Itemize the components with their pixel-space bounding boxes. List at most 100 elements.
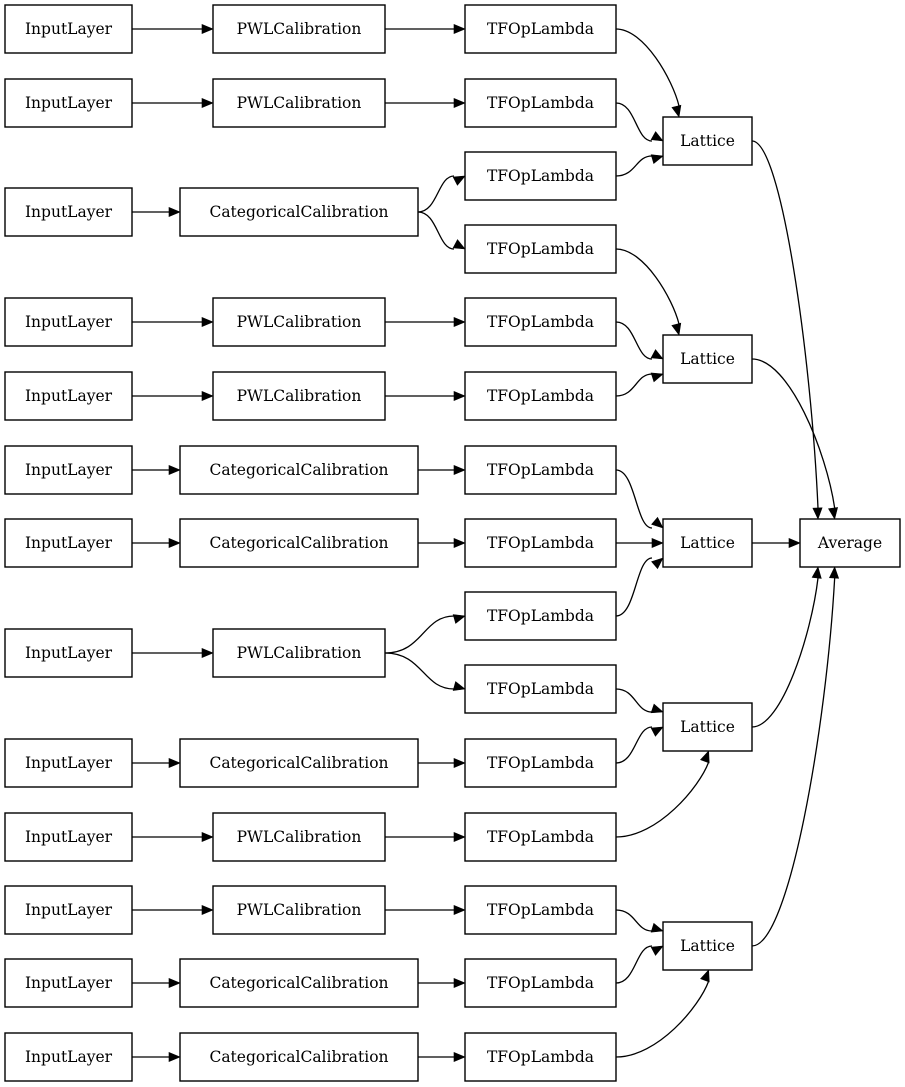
node-tfop-op2[interactable]: TFOpLambda (464, 78, 617, 128)
node-box[interactable] (212, 812, 386, 862)
node-box[interactable] (179, 958, 419, 1008)
node-lattice-lat4[interactable]: Lattice (662, 702, 753, 752)
node-box[interactable] (464, 445, 617, 495)
node-categorical-cal12[interactable]: CategoricalCalibration (179, 958, 419, 1008)
node-box[interactable] (464, 664, 617, 714)
node-box[interactable] (464, 371, 617, 421)
arrowhead-lat1-to-avg (812, 507, 823, 520)
node-box[interactable] (464, 591, 617, 641)
node-pwl-cal8[interactable]: PWLCalibration (212, 628, 386, 678)
node-box[interactable] (464, 224, 617, 274)
node-box[interactable] (4, 4, 133, 54)
node-categorical-cal13[interactable]: CategoricalCalibration (179, 1032, 419, 1082)
node-pwl-cal10[interactable]: PWLCalibration (212, 812, 386, 862)
node-label: Lattice (680, 718, 735, 736)
node-box[interactable] (4, 1032, 133, 1082)
node-lattice-lat1[interactable]: Lattice (662, 116, 753, 166)
node-label: PWLCalibration (237, 387, 362, 405)
node-box[interactable] (464, 151, 617, 201)
node-box[interactable] (464, 958, 617, 1008)
node-box[interactable] (662, 116, 753, 166)
node-pwl-cal11[interactable]: PWLCalibration (212, 885, 386, 935)
node-box[interactable] (464, 1032, 617, 1082)
node-input-in6[interactable]: InputLayer (4, 445, 133, 495)
node-box[interactable] (4, 738, 133, 788)
node-box[interactable] (212, 78, 386, 128)
node-box[interactable] (464, 812, 617, 862)
node-tfop-op8[interactable]: TFOpLambda (464, 518, 617, 568)
node-box[interactable] (4, 812, 133, 862)
node-tfop-op14[interactable]: TFOpLambda (464, 958, 617, 1008)
node-categorical-cal7[interactable]: CategoricalCalibration (179, 518, 419, 568)
node-categorical-cal9[interactable]: CategoricalCalibration (179, 738, 419, 788)
node-box[interactable] (4, 78, 133, 128)
node-box[interactable] (179, 1032, 419, 1082)
node-lattice-lat3[interactable]: Lattice (662, 518, 753, 568)
node-box[interactable] (212, 371, 386, 421)
node-box[interactable] (4, 445, 133, 495)
node-box[interactable] (464, 885, 617, 935)
node-box[interactable] (212, 297, 386, 347)
node-box[interactable] (4, 187, 133, 237)
node-pwl-cal4[interactable]: PWLCalibration (212, 297, 386, 347)
node-tfop-op15[interactable]: TFOpLambda (464, 1032, 617, 1082)
node-average-avg[interactable]: Average (799, 518, 901, 568)
node-box[interactable] (179, 445, 419, 495)
node-label: CategoricalCalibration (209, 203, 388, 221)
node-box[interactable] (464, 297, 617, 347)
node-tfop-op1[interactable]: TFOpLambda (464, 4, 617, 54)
node-box[interactable] (179, 518, 419, 568)
node-lattice-lat5[interactable]: Lattice (662, 921, 753, 971)
node-tfop-op4[interactable]: TFOpLambda (464, 224, 617, 274)
node-categorical-cal6[interactable]: CategoricalCalibration (179, 445, 419, 495)
arrowhead-cal3-to-op4 (452, 239, 466, 250)
node-box[interactable] (464, 738, 617, 788)
node-box[interactable] (4, 371, 133, 421)
node-box[interactable] (4, 628, 133, 678)
node-tfop-op11[interactable]: TFOpLambda (464, 738, 617, 788)
node-box[interactable] (662, 334, 753, 384)
node-tfop-op3[interactable]: TFOpLambda (464, 151, 617, 201)
node-input-in2[interactable]: InputLayer (4, 78, 133, 128)
node-box[interactable] (464, 518, 617, 568)
node-input-in4[interactable]: InputLayer (4, 297, 133, 347)
node-input-in11[interactable]: InputLayer (4, 885, 133, 935)
node-tfop-op10[interactable]: TFOpLambda (464, 664, 617, 714)
node-box[interactable] (4, 885, 133, 935)
node-input-in8[interactable]: InputLayer (4, 628, 133, 678)
node-box[interactable] (179, 738, 419, 788)
node-box[interactable] (4, 958, 133, 1008)
node-box[interactable] (662, 921, 753, 971)
node-tfop-op13[interactable]: TFOpLambda (464, 885, 617, 935)
node-input-in10[interactable]: InputLayer (4, 812, 133, 862)
node-input-in1[interactable]: InputLayer (4, 4, 133, 54)
node-tfop-op9[interactable]: TFOpLambda (464, 591, 617, 641)
node-input-in7[interactable]: InputLayer (4, 518, 133, 568)
node-box[interactable] (464, 78, 617, 128)
node-box[interactable] (212, 885, 386, 935)
node-box[interactable] (4, 518, 133, 568)
node-pwl-cal5[interactable]: PWLCalibration (212, 371, 386, 421)
node-tfop-op12[interactable]: TFOpLambda (464, 812, 617, 862)
node-pwl-cal1[interactable]: PWLCalibration (212, 4, 386, 54)
node-pwl-cal2[interactable]: PWLCalibration (212, 78, 386, 128)
node-box[interactable] (212, 628, 386, 678)
node-box[interactable] (662, 518, 753, 568)
node-box[interactable] (799, 518, 901, 568)
node-input-in9[interactable]: InputLayer (4, 738, 133, 788)
node-box[interactable] (179, 187, 419, 237)
node-input-in5[interactable]: InputLayer (4, 371, 133, 421)
node-box[interactable] (662, 702, 753, 752)
node-tfop-op7[interactable]: TFOpLambda (464, 445, 617, 495)
node-tfop-op6[interactable]: TFOpLambda (464, 371, 617, 421)
node-categorical-cal3[interactable]: CategoricalCalibration (179, 187, 419, 237)
node-box[interactable] (4, 297, 133, 347)
node-input-in12[interactable]: InputLayer (4, 958, 133, 1008)
node-box[interactable] (464, 4, 617, 54)
node-label: InputLayer (25, 974, 113, 992)
node-box[interactable] (212, 4, 386, 54)
node-input-in13[interactable]: InputLayer (4, 1032, 133, 1082)
node-lattice-lat2[interactable]: Lattice (662, 334, 753, 384)
node-tfop-op5[interactable]: TFOpLambda (464, 297, 617, 347)
node-input-in3[interactable]: InputLayer (4, 187, 133, 237)
